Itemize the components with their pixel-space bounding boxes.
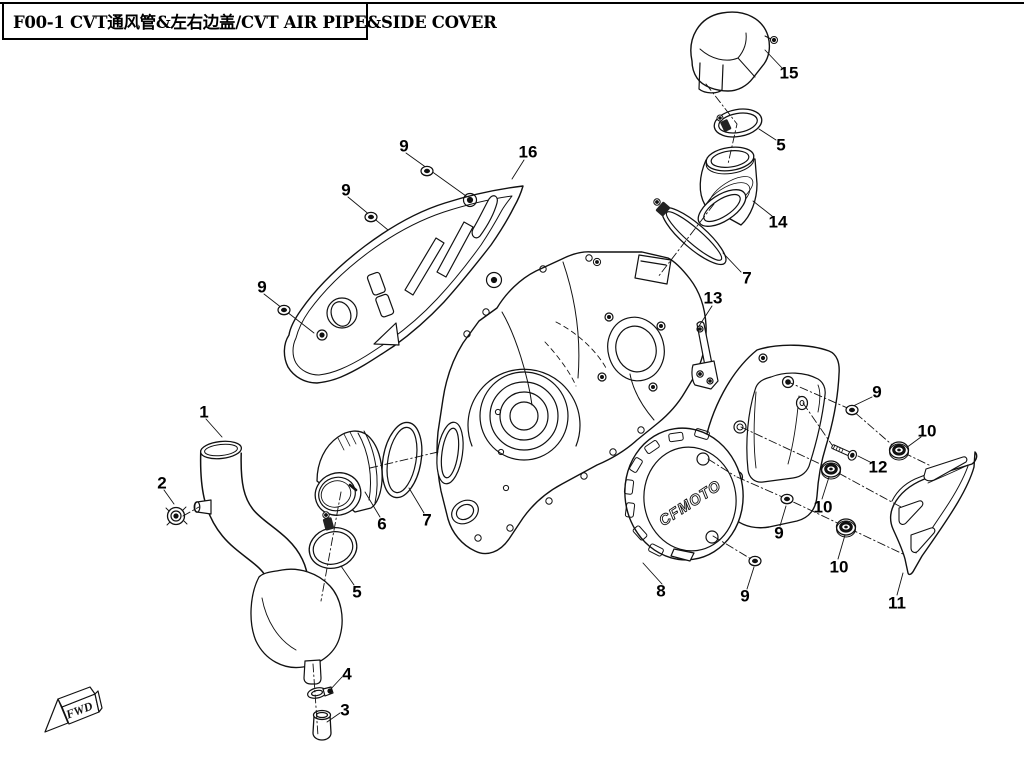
- pipe-drain-nipple: [303, 659, 322, 685]
- cover16-round-opening: [326, 297, 358, 329]
- bolt-9: [364, 211, 378, 223]
- page-top-border: [0, 2, 1024, 4]
- cover16-crescent-slot: [471, 195, 498, 239]
- cover16-slot-2: [404, 237, 445, 296]
- fwd-arrow: FWD: [44, 686, 103, 733]
- cover16-slot-1: [436, 221, 474, 278]
- part-16-left-cvt-cover: [283, 185, 524, 384]
- cover16-triangle-slot: [373, 322, 400, 346]
- flange-ear-holes: [597, 312, 666, 392]
- part-8-side-cover: CFMOTO: [623, 344, 840, 562]
- part-11-outer-cover: [889, 451, 978, 576]
- case-bolt-holes: [463, 254, 645, 542]
- part-15-intake-duct: [690, 11, 778, 94]
- screw-12: [831, 444, 858, 461]
- cover8-disc: [624, 427, 744, 561]
- case-flange-ring: [607, 316, 665, 382]
- part-14-intake-elbow: [697, 146, 758, 227]
- part-6-elbow-duct: [314, 430, 383, 516]
- part-7-seal-ring-top: [653, 198, 727, 266]
- bolt-9: [845, 404, 859, 416]
- part-4-clip: [307, 686, 334, 699]
- case-vent-duct: [634, 254, 672, 285]
- pipe-top-opening: [199, 440, 243, 460]
- part-5-clamp-top: [713, 108, 763, 138]
- grommet-10: [888, 440, 910, 462]
- bolt-9: [780, 493, 794, 505]
- part-3-drain-cap: [312, 709, 332, 741]
- part-2-plug: [165, 506, 188, 526]
- bolt-9: [748, 555, 762, 567]
- part-13-bracket: [691, 321, 719, 390]
- bolt-9: [277, 304, 291, 316]
- cover11-slot-2: [898, 500, 924, 525]
- page-title: F00-1 CVT通风管&左右边盖/CVT AIR PIPE&SIDE COVE…: [13, 13, 497, 32]
- fasteners: [277, 165, 910, 567]
- part-5-clamp-left: [308, 511, 358, 569]
- grommet-10: [835, 517, 857, 539]
- title-box: F00-1 CVT通风管&左右边盖/CVT AIR PIPE&SIDE COVE…: [2, 2, 497, 40]
- part-7-seal-ring-left: [381, 421, 423, 499]
- cover8-rim-slots: [623, 428, 710, 557]
- pipe-bulb: [250, 568, 343, 669]
- bolt-9: [420, 165, 434, 177]
- grommet-10: [820, 459, 842, 481]
- engine-crankcase: [436, 251, 707, 555]
- part-1-cvt-air-pipe: [193, 440, 343, 685]
- cover11-slot-1: [923, 456, 968, 482]
- case-air-inlet-oval: [436, 421, 464, 485]
- callout-leader-lines: [163, 49, 922, 723]
- cover11-slot-3: [910, 527, 936, 553]
